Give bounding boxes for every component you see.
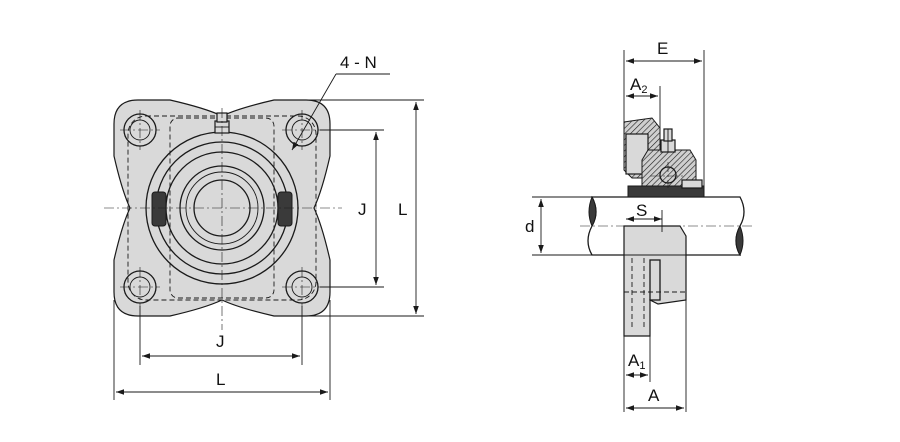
collar-upper [627, 185, 705, 198]
label-e: E [657, 39, 668, 58]
label-4-n: 4 - N [340, 53, 377, 72]
label-l-horizontal: L [216, 370, 225, 389]
label-j-horizontal: J [216, 332, 225, 351]
collar-lug-right [277, 191, 293, 227]
label-a: A [648, 386, 660, 405]
label-j-vertical: J [358, 200, 367, 219]
label-l-vertical: L [398, 200, 407, 219]
collar-lug-left [151, 191, 167, 227]
front-view: 4 - N J L J L [104, 53, 424, 400]
label-d: d [525, 217, 534, 236]
label-a1: A1 [628, 351, 645, 372]
side-view: E A2 S d A1 A [525, 39, 752, 412]
housing-lower [623, 225, 687, 337]
label-a2: A2 [630, 75, 647, 96]
label-s: S [636, 201, 647, 220]
grease-nipple-side [660, 128, 676, 153]
